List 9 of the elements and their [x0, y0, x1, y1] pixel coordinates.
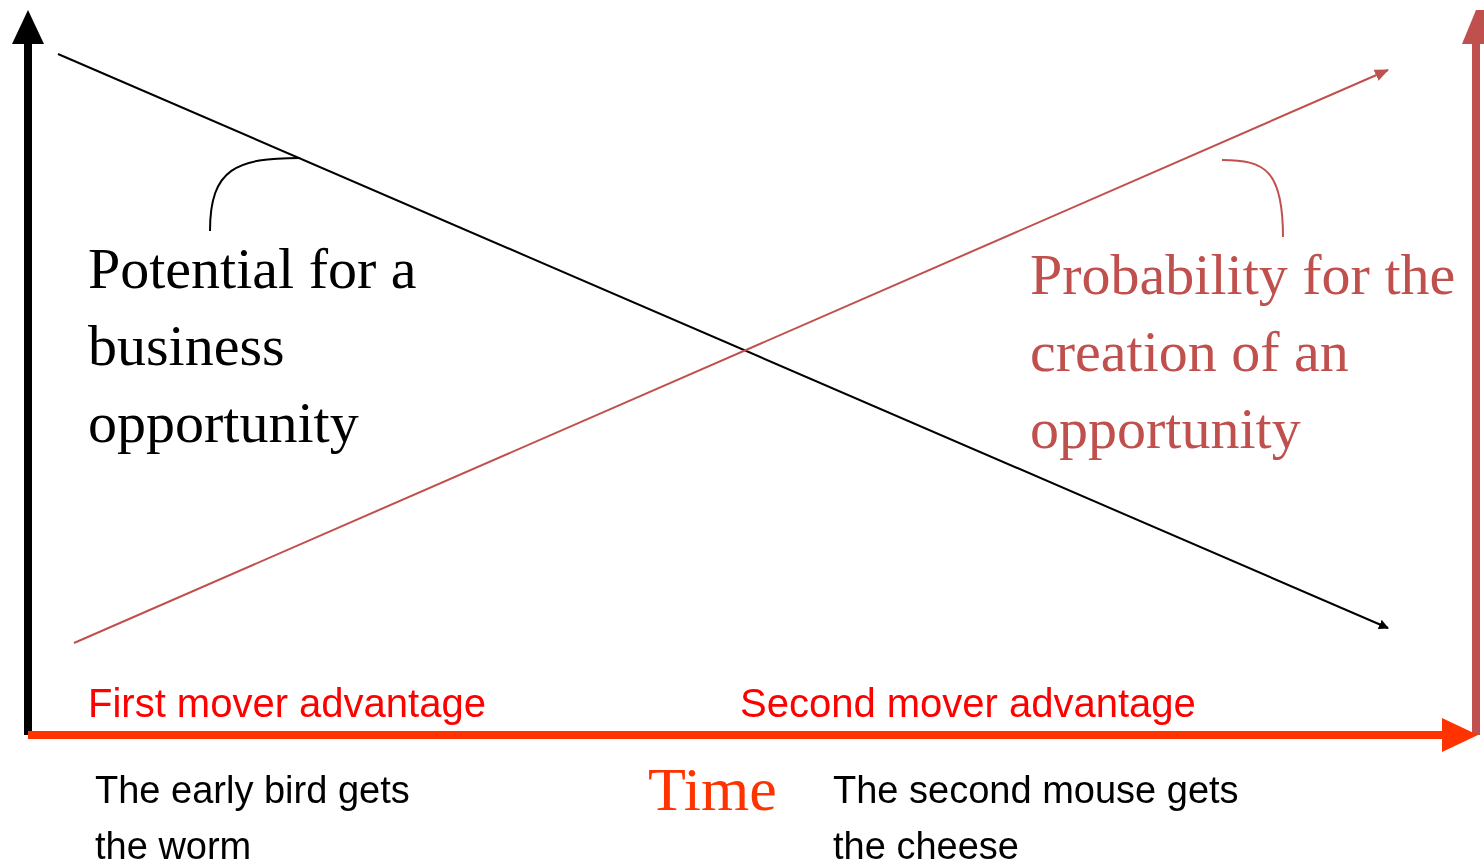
- curve-label: Potential for a business opportunity: [88, 230, 428, 461]
- note-text: The early bird gets the worm: [95, 768, 411, 863]
- axis-title: Time: [648, 754, 778, 825]
- axis-label: First mover advantage: [88, 680, 487, 726]
- curve-label: Probability for the creation of an opportunity: [1030, 236, 1482, 467]
- note-text: The second mouse gets the cheese: [833, 768, 1240, 863]
- leader-line: [209, 157, 301, 232]
- leader-line: [1221, 159, 1284, 238]
- axis-label: Second mover advantage: [740, 680, 1197, 726]
